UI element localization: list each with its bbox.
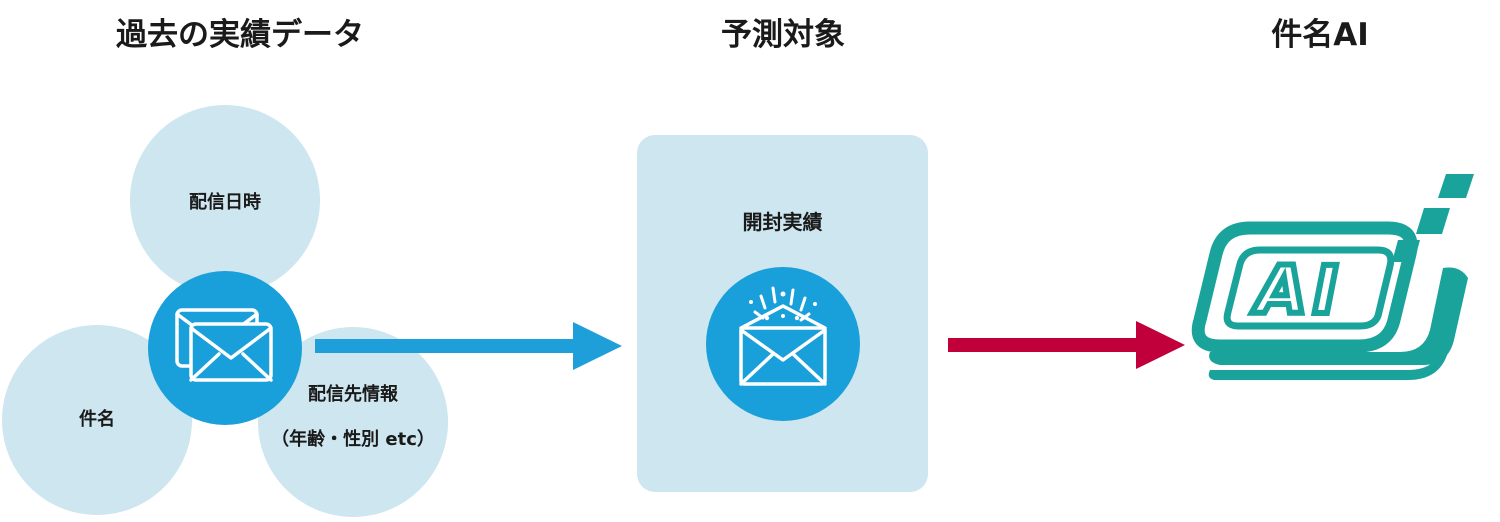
recipient-info-label: 配信先情報 [308,384,398,405]
prediction-target-heading: 予測対象 [721,17,845,53]
open-envelope-sparkle-icon [706,267,860,421]
mail-stack-icon [148,271,302,425]
datetime-label: 配信日時 [189,192,261,213]
ai-logo-icon: AI [1191,174,1474,380]
datetime-bubble [130,105,320,295]
flow-arrow-blue [315,322,622,370]
flow-arrow-red [948,321,1185,369]
subject-ai-heading: 件名AI [1271,17,1369,53]
subject-label: 件名 [79,409,115,430]
past-data-heading: 過去の実績データ [116,17,364,53]
recipient-attributes-label: （年齢・性別 etc） [271,429,435,450]
ai-logo-text: AI [1251,252,1344,329]
open-rate-label: 開封実績 [742,210,823,234]
